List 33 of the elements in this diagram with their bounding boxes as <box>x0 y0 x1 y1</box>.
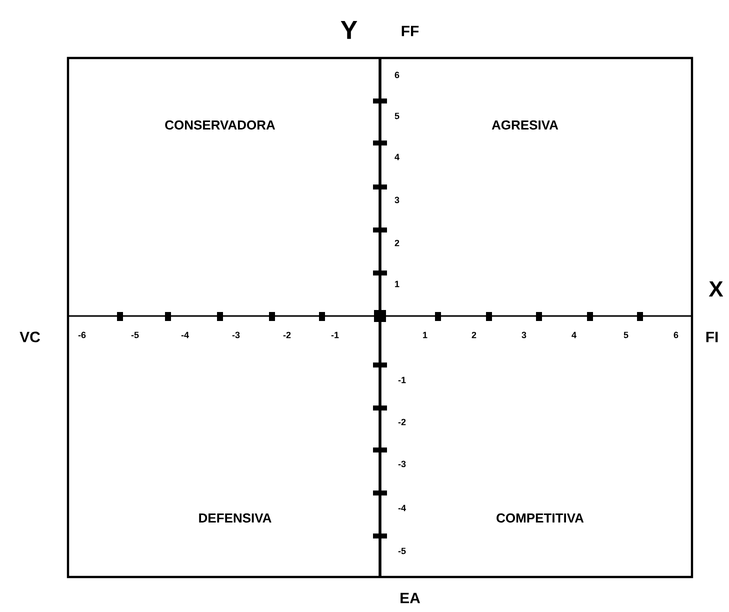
axis-label: FI <box>706 332 718 342</box>
tick-label: -4 <box>398 504 406 512</box>
tick-label: 4 <box>394 154 400 160</box>
tick-label: 1 <box>423 332 428 338</box>
tick-label: -2 <box>398 418 406 426</box>
tick-label: 6 <box>394 72 400 78</box>
tick-label: -5 <box>131 332 139 338</box>
axis-label: FF <box>402 26 419 36</box>
tick-label: 3 <box>522 332 526 338</box>
tick-label: -1 <box>398 376 406 384</box>
axis-label: EA <box>400 592 420 604</box>
tick-label: -4 <box>181 332 189 338</box>
quadrant-label: AGRESIVA <box>492 120 558 130</box>
tick-label: -5 <box>398 548 406 554</box>
axis-letter: Y <box>340 21 358 39</box>
quadrant-label: DEFENSIVA <box>199 513 272 523</box>
tick-label: 3 <box>394 196 400 204</box>
quadrant-label: COMPETITIVA <box>496 513 584 523</box>
tick-label: 6 <box>674 332 678 338</box>
tick-label: -3 <box>232 332 240 338</box>
axis-label: VC <box>20 332 40 342</box>
quadrant-label: CONSERVADORA <box>165 120 276 130</box>
tick-label: -3 <box>398 460 406 468</box>
tick-label: 2 <box>394 240 400 246</box>
tick-label: 5 <box>624 332 628 338</box>
tick-label: 5 <box>394 112 400 120</box>
tick-label: -6 <box>78 332 86 338</box>
axis-letter: X <box>708 281 724 297</box>
tick-label: 2 <box>472 332 476 338</box>
tick-label: 4 <box>572 332 576 338</box>
tick-label: -2 <box>283 332 291 338</box>
tick-label: -1 <box>331 332 339 338</box>
tick-label: 1 <box>395 280 400 288</box>
